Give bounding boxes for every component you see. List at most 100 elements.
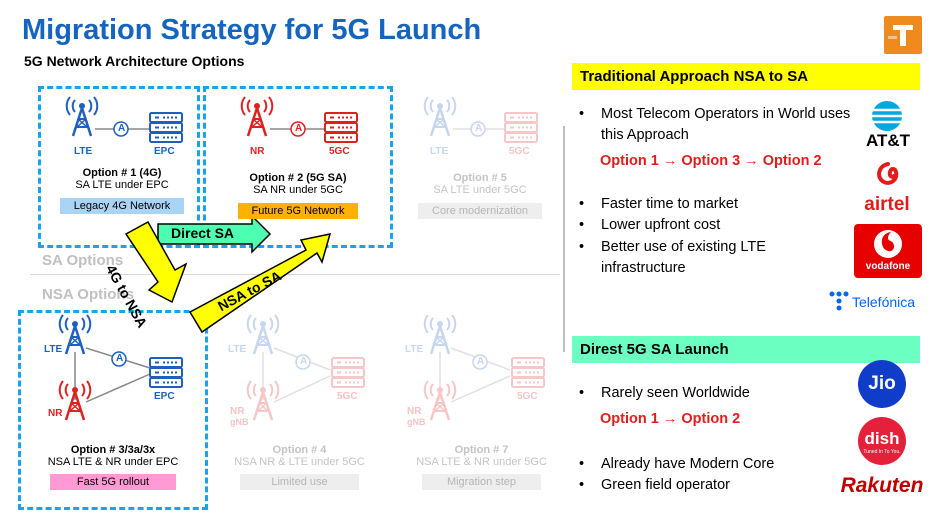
option5-core-server-icon xyxy=(504,112,538,143)
option1-card: Option # 1 (4G) SA LTE under EPC Legacy … xyxy=(52,167,192,214)
option3-interface-label: A xyxy=(116,353,124,364)
option2-ran-tower-icon xyxy=(240,95,274,138)
sa-divider xyxy=(30,274,560,275)
option7-nr-label: NR xyxy=(407,406,422,417)
option4-interface-label: A xyxy=(300,356,308,367)
page-title: Migration Strategy for 5G Launch xyxy=(22,14,482,46)
option7-tag: Migration step xyxy=(422,474,541,490)
jio-logo: Jio xyxy=(858,360,906,408)
airtel-logo-text: airtel xyxy=(864,194,910,215)
traditional-bullet-3: Lower upfront cost xyxy=(579,215,851,236)
option3-lte-tower-icon xyxy=(58,313,92,356)
arrow-4g-to-nsa xyxy=(124,220,188,304)
option7-card: Option # 7 NSA LTE & NR under 5GC Migrat… xyxy=(404,444,559,490)
option4-title: Option # 4 xyxy=(272,444,327,456)
traditional-bullet-2: Faster time to market xyxy=(579,194,851,215)
option5-ran-tower-icon xyxy=(423,95,457,138)
option2-ran-label: NR xyxy=(250,146,265,157)
page-subtitle: 5G Network Architecture Options xyxy=(24,53,245,69)
option3-card: Option # 3/3a/3x NSA LTE & NR under EPC … xyxy=(38,444,188,490)
option7-lte-label: LTE xyxy=(405,344,424,355)
direct-path: Option 1 → Option 2 xyxy=(600,411,741,427)
rakuten-logo-text: Rakuten xyxy=(840,474,924,497)
traditional-bullet-1: Most Telecom Operators in World uses thi… xyxy=(579,104,856,146)
option3-title: Option # 3/3a/3x xyxy=(70,444,156,456)
option1-subtitle: SA LTE under EPC xyxy=(75,179,169,191)
option2-core-label: 5GC xyxy=(329,146,350,157)
jio-logo-text: Jio xyxy=(868,373,896,394)
option5-card: Option # 5 SA LTE under 5GC Core moderni… xyxy=(410,172,550,219)
option1-frame xyxy=(38,86,200,248)
traditional-path: Option 1 → Option 3 → Option 2 xyxy=(600,153,822,169)
option4-core-server-icon xyxy=(331,357,365,388)
option3-subtitle: NSA LTE & NR under EPC xyxy=(47,456,179,468)
arrow-direct-sa-label: Direct SA xyxy=(171,225,235,241)
architecture-diagram xyxy=(58,95,545,422)
direct-heading: Direst 5G SA Launch xyxy=(572,336,920,363)
telefonica-dots-icon xyxy=(828,290,850,312)
att-globe-icon xyxy=(866,100,908,132)
telefonica-logo-text: Telefónica xyxy=(852,294,916,310)
option2-subtitle: SA NR under 5GC xyxy=(253,184,343,196)
option3-nr-label: NR xyxy=(48,408,63,419)
option1-interface-node xyxy=(113,121,129,137)
option1-title: Option # 1 (4G) xyxy=(82,167,162,179)
option2-tag: Future 5G Network xyxy=(238,203,358,219)
vodafone-logo: vodafone xyxy=(854,224,922,278)
option7-core-label: 5GC xyxy=(517,391,538,402)
direct-bullet-1: Rarely seen Worldwide xyxy=(579,383,851,404)
option2-interface-node xyxy=(290,121,306,137)
option1-ran-tower-icon xyxy=(65,95,99,138)
arrow-nsa-to-sa xyxy=(188,233,332,334)
airtel-swirl-icon xyxy=(874,162,902,192)
brand-logo-icon xyxy=(884,16,922,54)
option2-frame xyxy=(203,86,393,248)
option3-core-label: EPC xyxy=(154,391,175,402)
att-logo-text: AT&T xyxy=(865,131,911,150)
option7-core-server-icon xyxy=(511,357,545,388)
option3-tag: Fast 5G rollout xyxy=(50,474,176,490)
vertical-divider xyxy=(563,126,565,352)
option1-core-server-icon xyxy=(149,112,183,143)
option7-interface-label: A xyxy=(477,356,485,367)
option3-frame xyxy=(18,310,208,510)
nsa-options-label: NSA Options xyxy=(42,286,134,303)
option2-interface-label: A xyxy=(295,123,303,134)
option4-card: Option # 4 NSA NR & LTE under 5GC Limite… xyxy=(222,444,377,490)
direct-bullet-3: Green field operator xyxy=(579,475,851,496)
dish-logo-tagline: Tuned In To You. xyxy=(863,449,901,455)
option5-subtitle: SA LTE under 5GC xyxy=(433,184,527,196)
option4-gnb-label: gNB xyxy=(230,417,249,427)
option7-gnb-label: gNB xyxy=(407,417,426,427)
vodafone-logo-text: vodafone xyxy=(865,261,911,272)
option7-title: Option # 7 xyxy=(454,444,509,456)
traditional-bullet-4: Better use of existing LTE infrastructur… xyxy=(579,237,821,279)
option5-title: Option # 5 xyxy=(453,172,507,184)
option2-title: Option # 2 (5G SA) xyxy=(249,172,347,184)
option7-lte-tower-icon xyxy=(423,313,457,356)
option1-ran-label: LTE xyxy=(74,146,93,157)
option4-core-label: 5GC xyxy=(337,391,358,402)
direct-bullet-2: Already have Modern Core xyxy=(579,454,851,475)
option2-card: Option # 2 (5G SA) SA NR under 5GC Futur… xyxy=(228,172,368,219)
option4-lte-label: LTE xyxy=(228,344,247,355)
option4-subtitle: NSA NR & LTE under 5GC xyxy=(234,456,365,468)
option5-tag: Core modernization xyxy=(418,203,542,219)
option4-nr-label: NR xyxy=(230,406,245,417)
option5-core-label: 5GC xyxy=(509,146,530,157)
option1-interface-label: A xyxy=(118,123,126,134)
sa-options-label: SA Options xyxy=(42,252,124,269)
dish-logo-text: dish xyxy=(864,429,900,448)
option2-core-server-icon xyxy=(324,112,358,143)
vodafone-speechmark-icon xyxy=(874,230,902,258)
option3-lte-label: LTE xyxy=(44,344,63,355)
option5-interface-label: A xyxy=(475,123,483,134)
option1-tag: Legacy 4G Network xyxy=(60,198,184,214)
option1-core-label: EPC xyxy=(154,146,175,157)
option5-ran-label: LTE xyxy=(430,146,449,157)
arrow-direct-sa xyxy=(157,214,272,254)
option4-lte-tower-icon xyxy=(246,313,280,356)
option3-core-server-icon xyxy=(149,357,183,388)
option4-tag: Limited use xyxy=(240,474,359,490)
option7-subtitle: NSA LTE & NR under 5GC xyxy=(416,456,547,468)
